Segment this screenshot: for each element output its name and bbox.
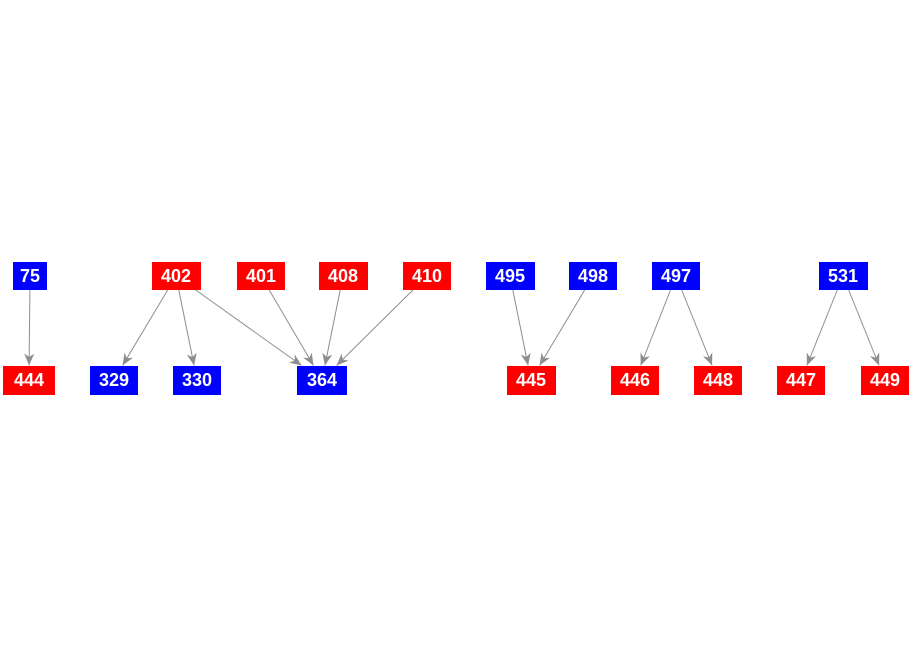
- edge-531-447: [806, 289, 838, 366]
- node-445: 445: [506, 365, 556, 395]
- edge-497-446: [640, 289, 671, 366]
- edge-498-445: [539, 289, 586, 366]
- node-446: 446: [611, 365, 659, 395]
- edge-531-449: [848, 289, 880, 366]
- node-330: 330: [173, 365, 221, 395]
- edge-402-364: [195, 289, 302, 366]
- node-329: 329: [90, 365, 138, 395]
- edge-402-329: [122, 289, 169, 366]
- node-449: 449: [861, 365, 909, 395]
- node-531: 531: [818, 262, 868, 290]
- node-498: 498: [569, 262, 617, 290]
- edge-495-445: [512, 289, 531, 366]
- node-410: 410: [403, 262, 451, 290]
- node-402: 402: [151, 262, 201, 290]
- node-364: 364: [297, 365, 347, 395]
- edge-402-330: [178, 289, 197, 366]
- node-497: 497: [652, 262, 700, 290]
- node-408: 408: [318, 262, 368, 290]
- edge-410-364: [336, 289, 414, 366]
- node-447: 447: [777, 365, 825, 395]
- edge-75-444: [24, 289, 35, 366]
- node-401: 401: [237, 262, 285, 290]
- node-444: 444: [3, 365, 55, 395]
- node-448: 448: [694, 365, 742, 395]
- edge-lines: [24, 289, 880, 366]
- node-495: 495: [485, 262, 535, 290]
- node-75: 75: [13, 262, 47, 290]
- edge-401-364: [268, 289, 314, 366]
- edge-497-448: [681, 289, 713, 366]
- edge-408-364: [322, 289, 341, 366]
